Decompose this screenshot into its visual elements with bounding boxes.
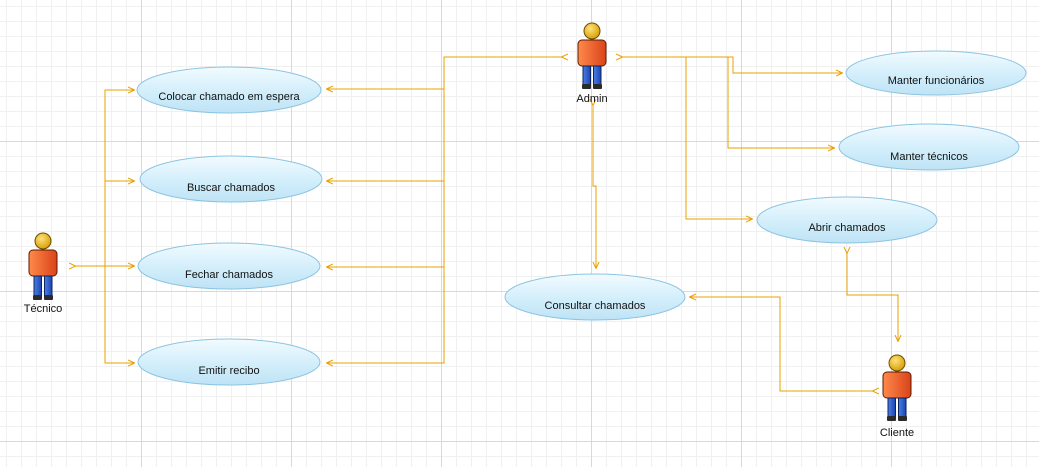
use-case-label: Manter técnicos — [890, 151, 968, 163]
actor-admin[interactable]: Admin — [576, 22, 608, 105]
link-admin-consultar — [593, 105, 596, 268]
actor-icon — [577, 22, 607, 89]
use-case-label: Buscar chamados — [187, 182, 276, 194]
use-case-label: Manter funcionários — [888, 75, 985, 87]
actor-tecnico[interactable]: Técnico — [24, 232, 63, 315]
link-admin-colocar — [327, 57, 562, 89]
use-case-label: Fechar chamados — [185, 269, 274, 281]
use-case-colocar[interactable]: Colocar chamado em espera — [136, 66, 322, 114]
use-case-label: Colocar chamado em espera — [158, 91, 300, 103]
actor-cliente[interactable]: Cliente — [880, 354, 914, 439]
link-admin-fechar — [327, 181, 445, 267]
link-cliente-abrir — [847, 253, 898, 341]
use-case-label: Consultar chamados — [545, 300, 646, 312]
link-admin-abrir — [685, 57, 752, 219]
use-case-emitir[interactable]: Emitir recibo — [137, 338, 321, 386]
actor-label: Admin — [576, 93, 607, 105]
use-case-fechar[interactable]: Fechar chamados — [137, 242, 321, 290]
link-admin-manter-func — [622, 57, 842, 73]
use-case-buscar[interactable]: Buscar chamados — [139, 155, 323, 203]
link-admin-manter-tec — [727, 57, 834, 148]
actor-icon — [28, 232, 58, 300]
actor-label: Cliente — [880, 427, 914, 439]
use-case-consultar[interactable]: Consultar chamados — [504, 273, 686, 321]
link-cliente-consultar — [690, 297, 873, 391]
connections — [75, 57, 898, 391]
actor-label: Técnico — [24, 303, 63, 315]
use-case-label: Abrir chamados — [808, 222, 886, 234]
link-tecnico-emitir — [104, 266, 134, 363]
use-case-manter-tec[interactable]: Manter técnicos — [838, 123, 1020, 171]
link-tecnico-colocar — [75, 90, 134, 266]
link-admin-emitir — [327, 267, 445, 363]
use-case-abrir[interactable]: Abrir chamados — [756, 196, 938, 244]
use-case-label: Emitir recibo — [198, 365, 259, 377]
actor-icon — [882, 354, 912, 421]
use-case-manter-func[interactable]: Manter funcionários — [845, 50, 1027, 96]
link-admin-buscar — [327, 89, 445, 181]
